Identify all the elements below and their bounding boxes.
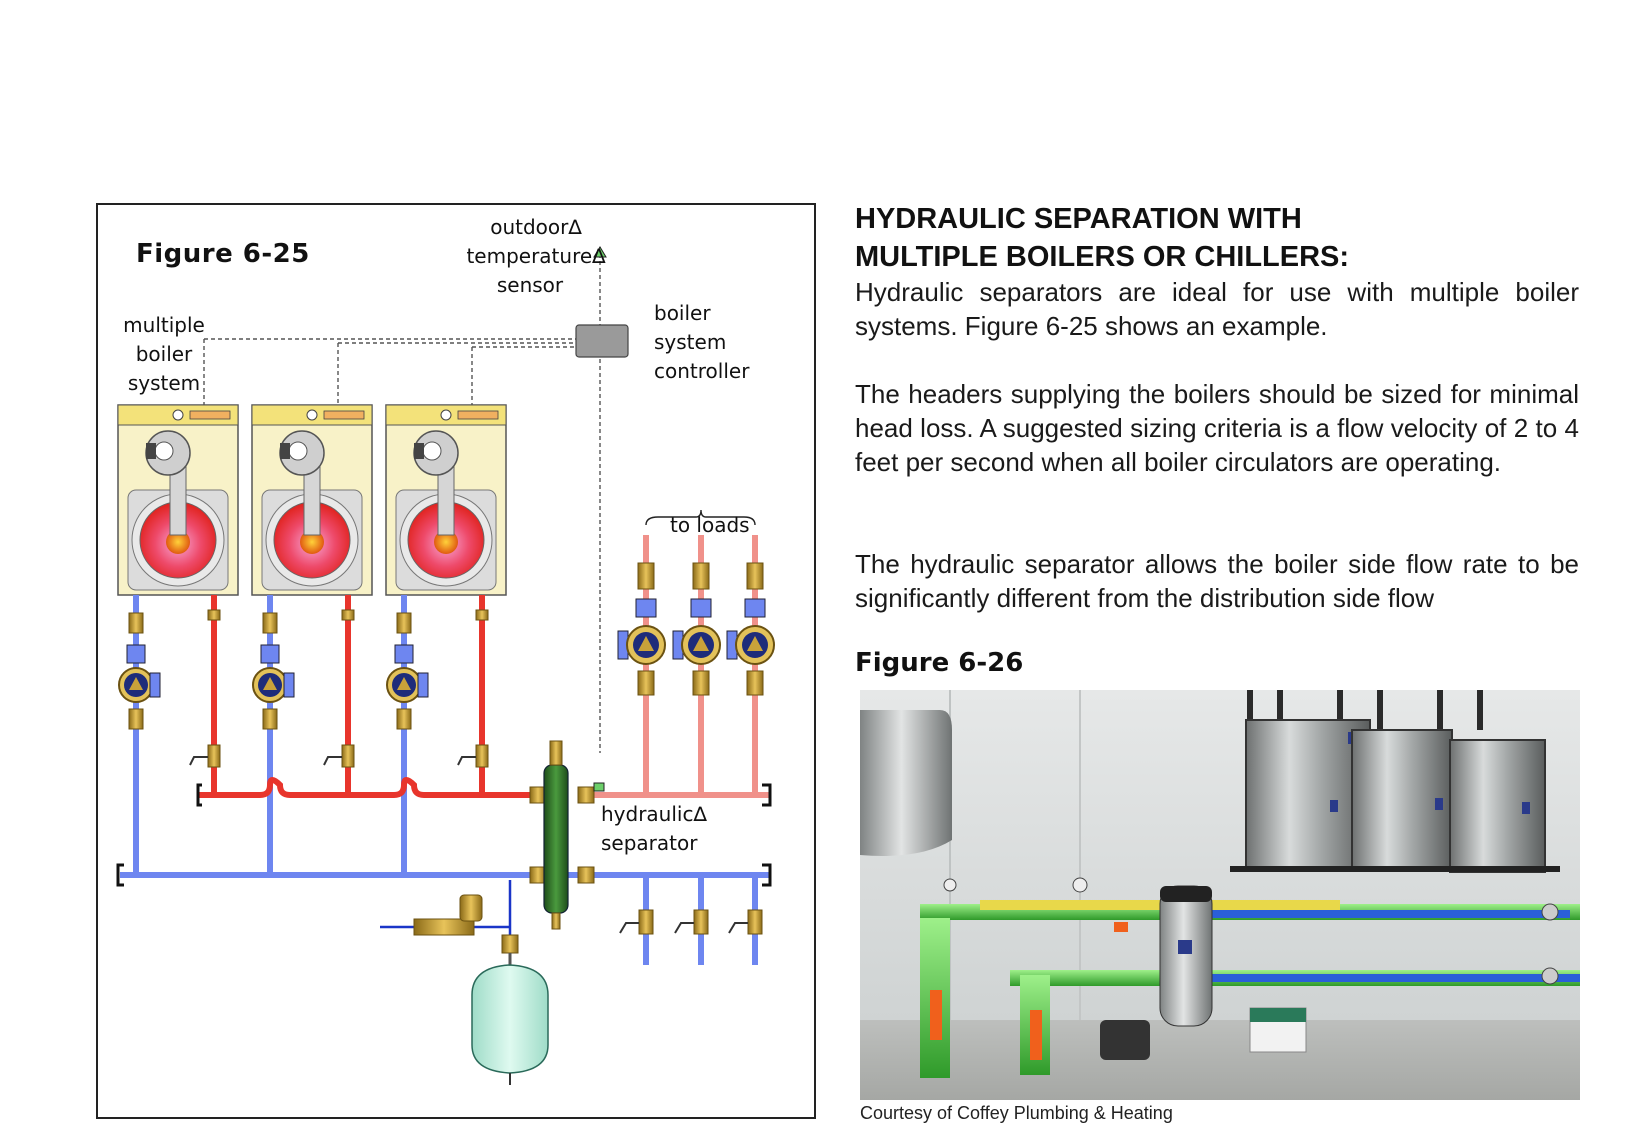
label-separator: separator (601, 831, 698, 855)
label-temperature: temperature∆ (466, 244, 606, 268)
expansion-tank (471, 953, 549, 1085)
hydronic-schematic (116, 246, 775, 1085)
boiler-circulators (118, 612, 429, 730)
load-supply-piping (578, 535, 770, 798)
section-heading: HYDRAULIC SEPARATION WITH MULTIPLE BOILE… (855, 200, 1595, 276)
boilers (117, 404, 507, 596)
label-multiple: multiple (123, 313, 205, 337)
boiler-room-illustration (860, 690, 1580, 1100)
return-piping (120, 595, 770, 965)
boiler-2 (251, 404, 373, 596)
heading-line-2: MULTIPLE BOILERS OR CHILLERS: (855, 241, 1350, 273)
outdoor-sensor (593, 246, 607, 258)
paragraph-2: The headers supplying the boilers should… (855, 379, 1579, 477)
boiler-3 (385, 404, 507, 596)
load-circulators (617, 562, 775, 696)
figure-6-25-frame: Figure 6-25 outdoor∆ temperature∆ sensor… (96, 203, 816, 1119)
label-system: system (654, 330, 727, 354)
control-wiring (203, 247, 601, 753)
supply-purge-valves (189, 609, 489, 768)
label-boiler-2: boiler (135, 342, 193, 366)
figure-6-25-title: Figure 6-25 (136, 239, 310, 269)
make-up-water (380, 880, 519, 954)
label-to-loads: to loads (670, 513, 750, 537)
to-loads-bracket (645, 509, 756, 526)
paragraph-1: Hydraulic separators are ideal for use w… (855, 277, 1579, 341)
paragraph-3: The hydraulic separator allows the boile… (855, 549, 1579, 613)
boiler-room-photo (860, 690, 1580, 1100)
label-controller: controller (654, 359, 750, 383)
heading-line-1: HYDRAULIC SEPARATION WITH (855, 203, 1302, 235)
boiler-1 (117, 404, 239, 596)
label-hydraulic: hydraulic∆ (601, 802, 707, 826)
label-boiler: boiler (654, 301, 711, 325)
return-purge-valves (619, 909, 763, 935)
supply-piping (198, 595, 558, 798)
label-sensor: sensor (496, 273, 564, 297)
figure-6-26-title: Figure 6-26 (855, 648, 1024, 678)
header-caps (116, 783, 772, 887)
photo-caption: Courtesy of Coffey Plumbing & Heating (860, 1103, 1173, 1123)
label-outdoor: outdoor∆ (490, 215, 582, 239)
hydraulic-separator (529, 740, 605, 930)
label-system-2: system (127, 371, 201, 395)
boiler-controller (575, 324, 629, 358)
